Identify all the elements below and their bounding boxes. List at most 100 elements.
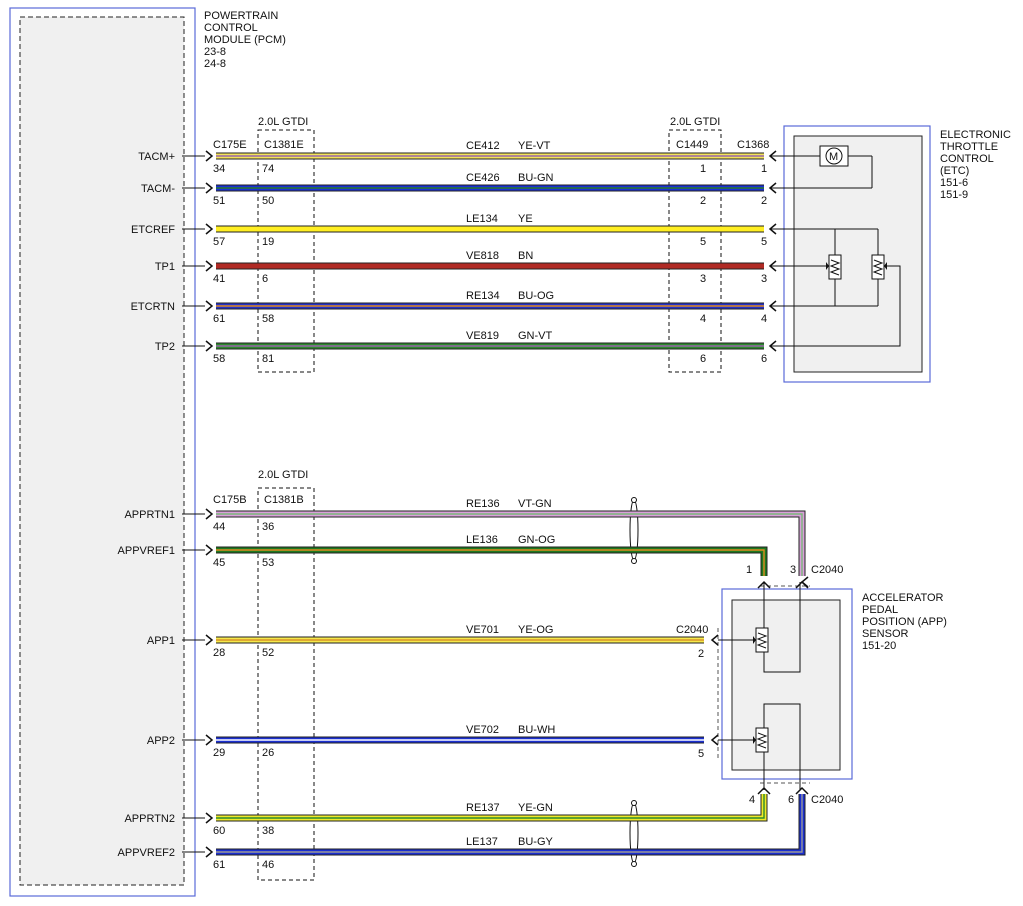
connector-arrow (205, 260, 214, 272)
app-title-line-3: POSITION (APP) (862, 616, 947, 628)
circuit-id: RE137 (466, 802, 500, 814)
pcm-title-line-5: 24-8 (204, 58, 226, 70)
app-title-line-5: 151-20 (862, 640, 896, 652)
pcm-pin-name: TP1 (155, 261, 175, 273)
circuit-id: VE818 (466, 250, 499, 262)
wire-stripe (216, 549, 765, 576)
app-title-line-1: ACCELERATOR (862, 592, 944, 604)
top-conn-etc: C1368 (737, 139, 769, 151)
inline-pin-number: 6 (700, 353, 706, 365)
connector-arrow (205, 634, 214, 646)
etc-title-line-4: (ETC) (940, 165, 969, 177)
connector-arrow (205, 182, 214, 194)
connector-arrow (205, 340, 214, 352)
top-gtdi-label-right: 2.0L GTDI (670, 116, 720, 128)
connector-arrow (205, 150, 214, 162)
wire-color-code: YE-VT (518, 140, 551, 152)
pcm-title-line-3: MODULE (PCM) (204, 34, 286, 46)
pcm-pin-number: 34 (213, 163, 225, 175)
app-pin-number: 6 (788, 794, 794, 806)
inline-pin-number: 36 (262, 521, 274, 533)
inline-pin-number: 38 (262, 825, 274, 837)
circuit-id: RE136 (466, 498, 500, 510)
motor-symbol: M (829, 151, 838, 163)
pcm-pin-number: 57 (213, 236, 225, 248)
wire-color-code: BU-GY (518, 836, 554, 848)
wire-stripe (216, 794, 765, 819)
wire-stripe (216, 513, 803, 576)
app-pin-number: 2 (698, 648, 704, 660)
inline-pin-number: 4 (700, 313, 706, 325)
pcm-module: POWERTRAIN CONTROL MODULE (PCM) 23-8 24-… (9, 7, 286, 897)
circuit-id: LE136 (466, 534, 498, 546)
inline-pin-number: 46 (262, 859, 274, 871)
circuit-id: CE426 (466, 172, 500, 184)
pcm-pin-number: 28 (213, 647, 225, 659)
pcm-title-line-1: POWERTRAIN (204, 10, 278, 22)
etc-title-line-2: THROTTLE (940, 141, 998, 153)
inline-pin-number: 2 (700, 195, 706, 207)
connector-arrow (205, 812, 214, 824)
pcm-pin-name: APPRTN1 (124, 509, 175, 521)
top-inline-connectors: 2.0L GTDI 2.0L GTDI C175E C1381E C1449 C… (213, 116, 769, 373)
wire-color-code: BU-WH (518, 724, 555, 736)
pcm-title-line-4: 23-8 (204, 46, 226, 58)
pcm-pin-number: 61 (213, 859, 225, 871)
top-conn-pcm: C175E (213, 139, 247, 151)
wire-outline (216, 510, 806, 576)
pcm-pin-number: 51 (213, 195, 225, 207)
top-gtdi-label-left: 2.0L GTDI (258, 116, 308, 128)
bottom-conn-app-top: C2040 (811, 564, 843, 576)
connector-arrow (205, 300, 214, 312)
bottom-inline-connectors: 2.0L GTDI C175B C1381B C2040 C2040 C2040 (213, 469, 843, 881)
wire-color-code: GN-VT (518, 330, 553, 342)
pcm-pin-name: APPVREF2 (118, 847, 175, 859)
pcm-pin-name: APP1 (147, 635, 175, 647)
inline-pin-number: 1 (700, 163, 706, 175)
wire-color-code: BU-OG (518, 290, 554, 302)
connector-arrow (205, 508, 214, 520)
etc-title-line-5: 151-6 (940, 177, 968, 189)
etc-component: ELECTRONIC THROTTLE CONTROL (ETC) 151-6 … (775, 125, 1011, 383)
top-conn-inline-right: C1449 (676, 139, 708, 151)
inline-pin-number: 53 (262, 557, 274, 569)
pcm-pin-number: 60 (213, 825, 225, 837)
pcm-pin-name: APP2 (147, 735, 175, 747)
etc-title-line-1: ELECTRONIC (940, 129, 1011, 141)
circuit-id: VE702 (466, 724, 499, 736)
app-sensor-component: ACCELERATOR PEDAL POSITION (APP) SENSOR … (717, 582, 947, 790)
inline-pin-number: 81 (262, 353, 274, 365)
wire-color-code: GN-OG (518, 534, 555, 546)
app-title-line-2: PEDAL (862, 604, 898, 616)
circuit-id: LE134 (466, 213, 498, 225)
inline-pin-number: 3 (700, 273, 706, 285)
inline-pin-number: 50 (262, 195, 274, 207)
pcm-pin-number: 29 (213, 747, 225, 759)
app-pin-number: 5 (698, 748, 704, 760)
etc-pin-number: 5 (761, 236, 767, 248)
app-pin-number: 4 (749, 794, 755, 806)
pcm-pin-number: 41 (213, 273, 225, 285)
wire-outline (216, 546, 768, 576)
wire-outline (216, 794, 806, 856)
connector-arrow (205, 223, 214, 235)
twisted-pair-icon (629, 800, 639, 867)
bottom-gtdi-label: 2.0L GTDI (258, 469, 308, 481)
app-pin-number: 3 (790, 564, 796, 576)
pcm-pin-name: APPRTN2 (124, 813, 175, 825)
wire-color-code: YE-OG (518, 624, 553, 636)
app-title-line-4: SENSOR (862, 628, 909, 640)
bottom-conn-app-mid: C2040 (676, 624, 708, 636)
pcm-pin-name: APPVREF1 (118, 545, 175, 557)
